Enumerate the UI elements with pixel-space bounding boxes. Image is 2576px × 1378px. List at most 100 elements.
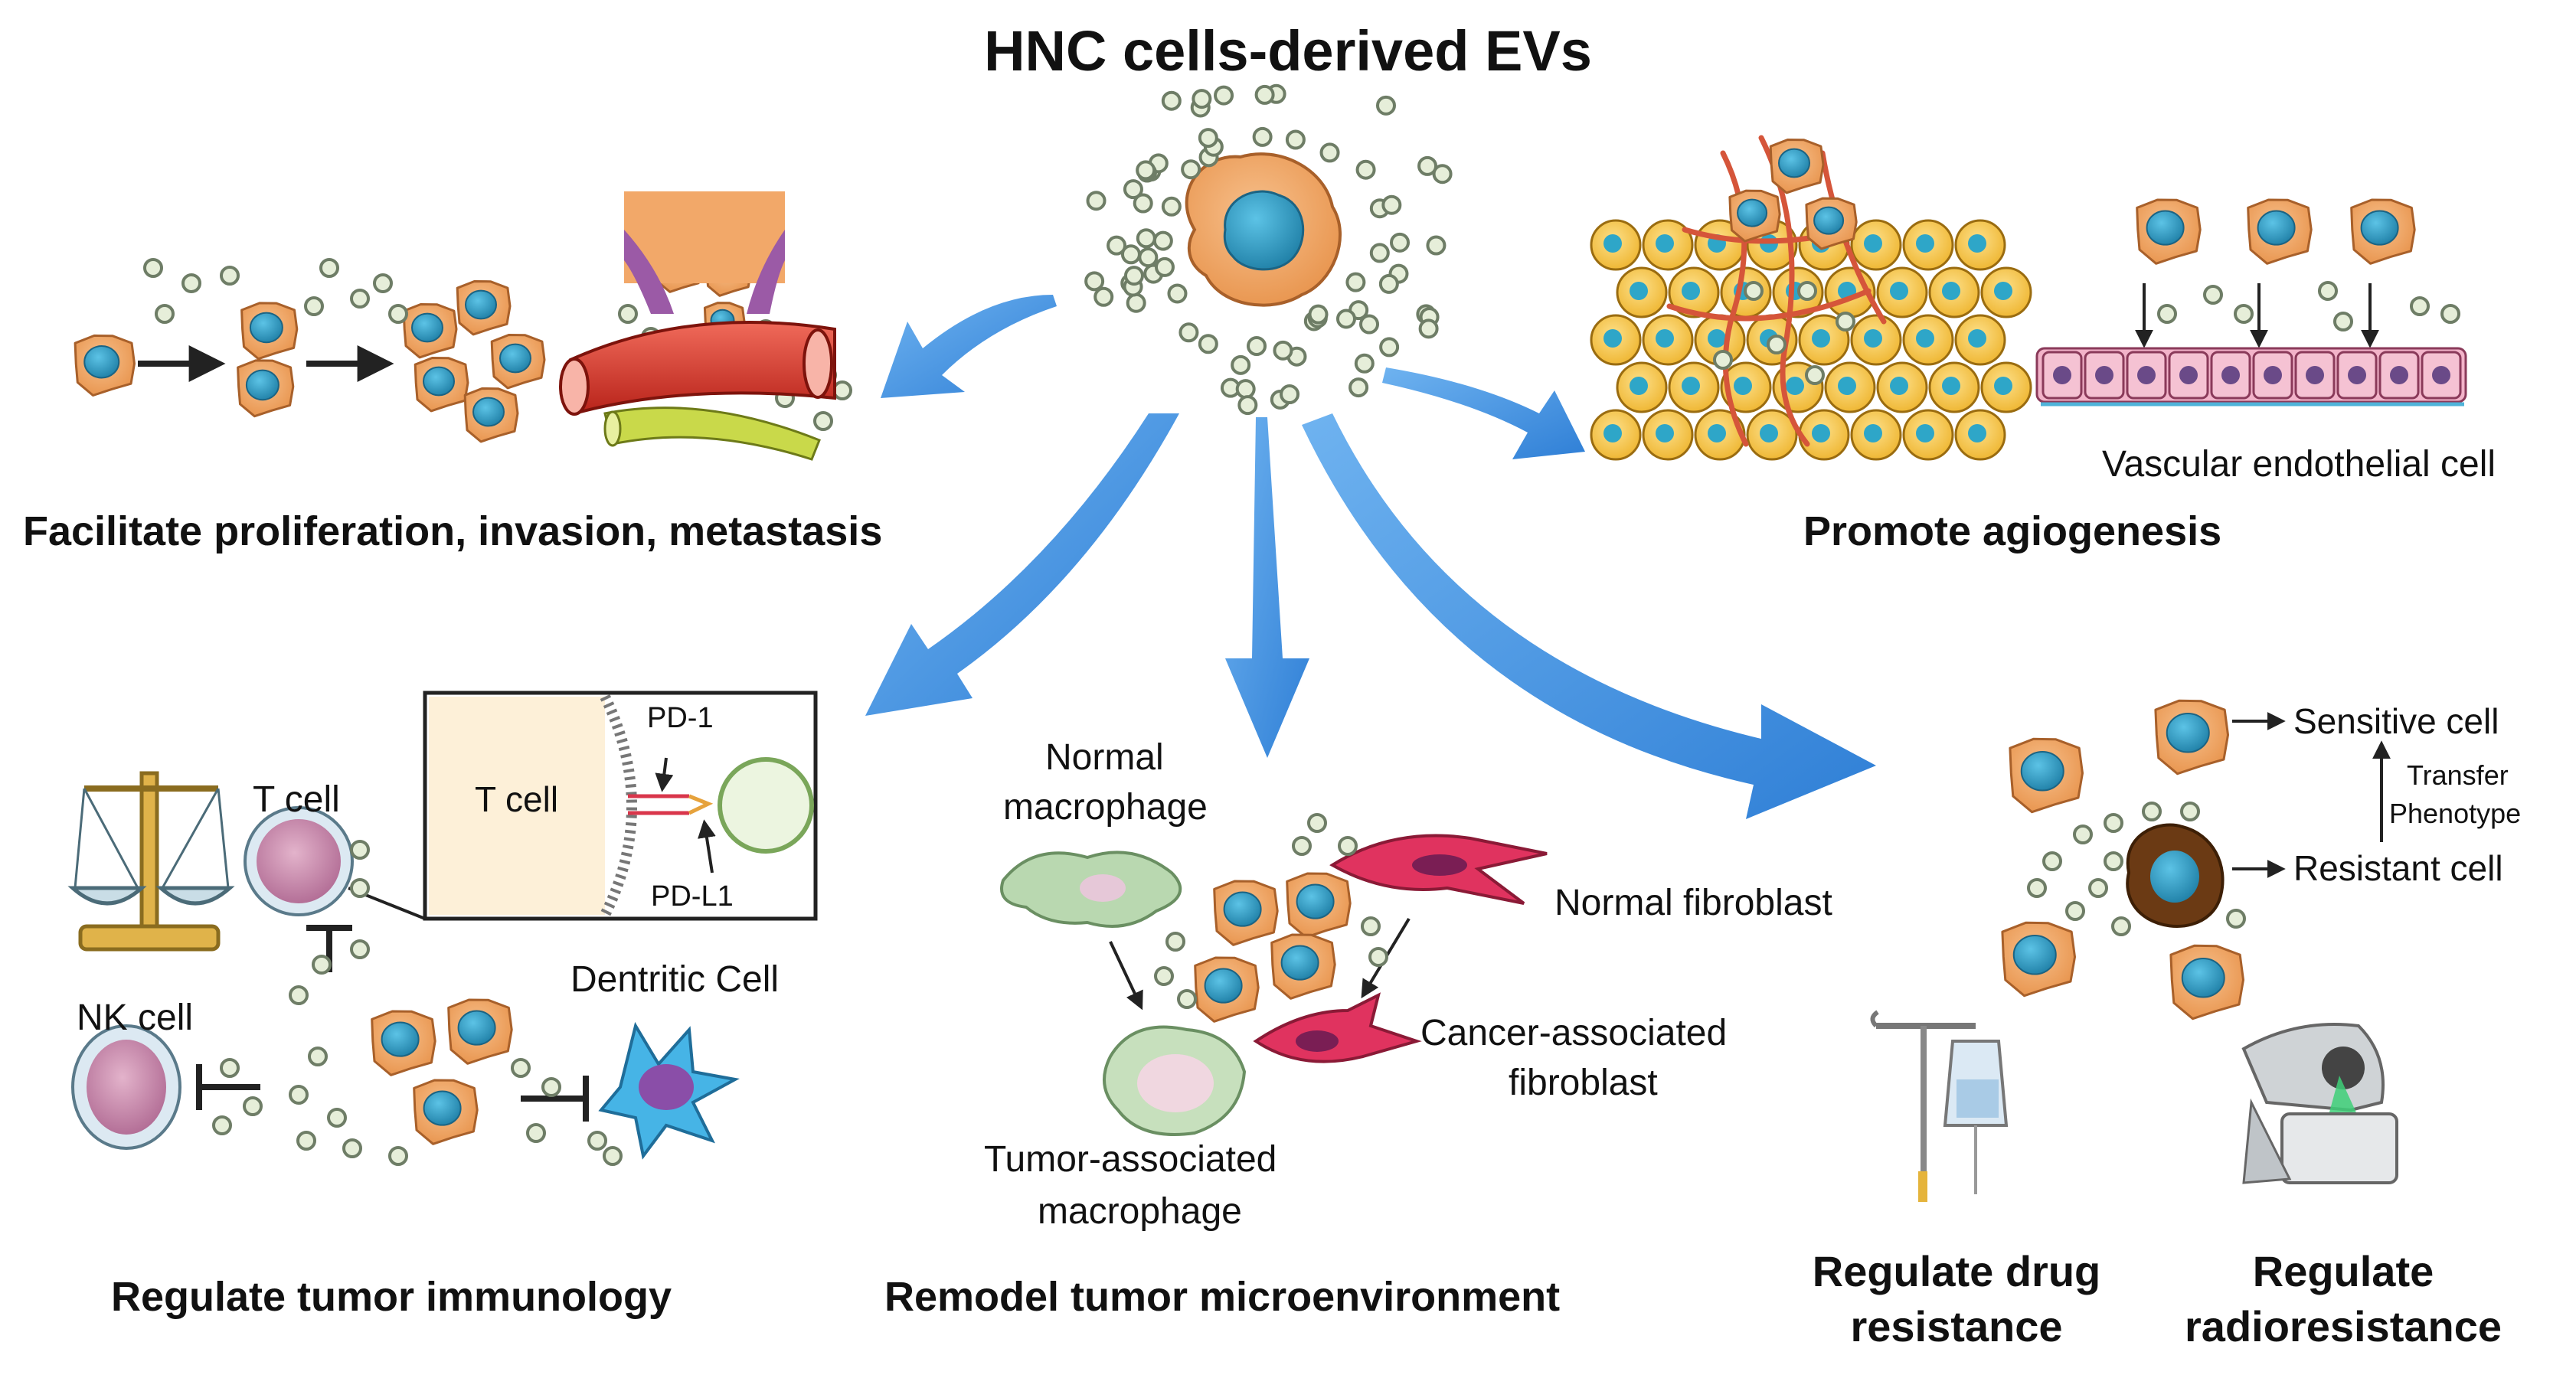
angiogenesis-tumor-cells xyxy=(1713,139,2460,385)
ev-vesicle xyxy=(2088,878,2108,898)
ev-vesicle xyxy=(1767,335,1787,354)
arrow-to-angiogenesis xyxy=(1382,367,1585,459)
lymph-vessel xyxy=(603,407,821,461)
ev-vesicle xyxy=(1198,128,1218,149)
ev-vesicle xyxy=(220,1058,240,1078)
ev-vesicle xyxy=(2111,916,2131,936)
ev-vesicle xyxy=(350,840,370,860)
ev-vesicle xyxy=(1231,354,1251,375)
yellow-tumor-cell xyxy=(1954,314,2006,366)
ev-vesicle xyxy=(1308,304,1329,325)
basement-membrane-right xyxy=(747,230,785,314)
ev-vesicle xyxy=(296,1131,316,1151)
iv-drip-icon xyxy=(1870,1010,2009,1202)
tumor-cell xyxy=(463,387,519,443)
label-pdl1: PD-L1 xyxy=(651,880,734,913)
ev-vesicle xyxy=(181,273,201,293)
arrow-to-immunology xyxy=(865,413,1179,716)
balance-scale-icon xyxy=(67,771,235,952)
label-inset-t-cell: T cell xyxy=(475,779,558,819)
microenvironment-tumor-cells xyxy=(1154,813,1388,1023)
yellow-tumor-cell xyxy=(1954,219,2006,271)
ev-vesicle xyxy=(1335,309,1356,329)
ev-vesicle xyxy=(1355,159,1376,180)
ev-vesicle xyxy=(1319,142,1340,163)
tumor-cell xyxy=(490,334,546,390)
ev-vesicle xyxy=(1273,340,1293,361)
ev-vesicle xyxy=(212,1115,232,1135)
tumor-cell xyxy=(413,1079,479,1145)
ev-vesicle xyxy=(1235,379,1256,400)
ev-vesicle xyxy=(1123,179,1143,200)
tumor-cell xyxy=(74,334,136,397)
ev-vesicle xyxy=(511,1058,531,1078)
ev-vesicle xyxy=(342,1138,362,1158)
label-tam-1: Tumor-associated xyxy=(984,1139,1277,1180)
ev-vesicle xyxy=(526,1123,546,1143)
ev-vesicle xyxy=(2027,878,2047,898)
microenvironment-panel xyxy=(1000,813,1548,1136)
yellow-tumor-cell xyxy=(1642,314,1694,366)
caption-drug-resistance-1: Regulate drug xyxy=(1813,1247,2100,1295)
ev-vesicle xyxy=(1120,244,1141,265)
angiogenesis-panel xyxy=(1590,135,2467,461)
yellow-tumor-cell xyxy=(1980,266,2032,318)
dendritic-cell xyxy=(598,1021,740,1160)
ev-vesicle xyxy=(1177,989,1197,1009)
cancer-associated-fibroblast xyxy=(1253,992,1422,1063)
tumor-cell xyxy=(1213,880,1279,946)
ev-vesicle xyxy=(1378,273,1399,294)
yellow-tumor-cell xyxy=(1928,266,1980,318)
yellow-tumor-cell xyxy=(1902,219,1954,271)
tumor-cell xyxy=(447,998,513,1065)
ev-vesicle xyxy=(1133,193,1153,214)
yellow-tumor-cell xyxy=(1746,409,1798,461)
yellow-tumor-cell xyxy=(1720,361,1772,413)
resistance-panel xyxy=(1870,699,2398,1202)
label-sensitive-cell: Sensitive cell xyxy=(2293,701,2499,741)
yellow-tumor-cell xyxy=(1590,219,1642,271)
tumor-cell xyxy=(2169,944,2244,1020)
ev-vesicle xyxy=(2180,802,2200,821)
ev-vesicle xyxy=(1247,336,1267,357)
ev-vesicle xyxy=(1348,377,1369,398)
yellow-tumor-cell xyxy=(1694,409,1746,461)
caption-microenvironment: Remodel tumor microenvironment xyxy=(884,1274,1560,1320)
arrow-to-microenvironment xyxy=(1225,417,1309,758)
tumor-cell xyxy=(1286,872,1352,939)
ev-vesicle xyxy=(373,273,393,293)
ev-vesicle xyxy=(1237,395,1258,416)
ev-vesicle xyxy=(1379,337,1400,358)
tumor-cell xyxy=(1728,189,1781,243)
ev-vesicle xyxy=(2104,813,2123,833)
ev-vesicle xyxy=(388,304,408,324)
ev-vesicle xyxy=(220,266,240,286)
ev-vesicle xyxy=(1198,334,1218,354)
ev-vesicle xyxy=(350,939,370,959)
label-normal-macrophage-2: macrophage xyxy=(1003,787,1208,828)
yellow-tumor-cell xyxy=(1954,409,2006,461)
ev-vesicle xyxy=(2333,312,2353,331)
ev-vesicle xyxy=(1417,155,1438,176)
ev-vesicle xyxy=(1167,283,1188,304)
ev-vesicle xyxy=(1192,89,1212,109)
tumor-cell xyxy=(2136,198,2202,265)
caption-radioresistance-1: Regulate xyxy=(2253,1247,2434,1295)
yellow-tumor-cell xyxy=(1590,314,1642,366)
caption-drug-resistance-2: resistance xyxy=(1850,1302,2062,1350)
ev-vesicle xyxy=(1165,932,1185,952)
tumor-cell xyxy=(2154,699,2229,776)
resistance-tumor-cells xyxy=(2001,699,2246,1020)
yellow-tumor-cell xyxy=(1798,409,1850,461)
ev-vesicle xyxy=(1154,966,1174,986)
ev-vesicle xyxy=(1418,318,1439,339)
ev-vesicle xyxy=(813,411,833,431)
ev-vesicle xyxy=(1093,286,1114,307)
tumor-cell xyxy=(402,303,458,359)
ev-vesicle xyxy=(1390,232,1411,253)
yellow-tumor-cell xyxy=(1850,219,1902,271)
ev-vesicle xyxy=(2440,304,2460,324)
yellow-tumor-cell xyxy=(1980,361,2032,413)
tumor-cell xyxy=(371,1010,436,1076)
label-normal-macrophage-1: Normal xyxy=(1045,737,1164,778)
